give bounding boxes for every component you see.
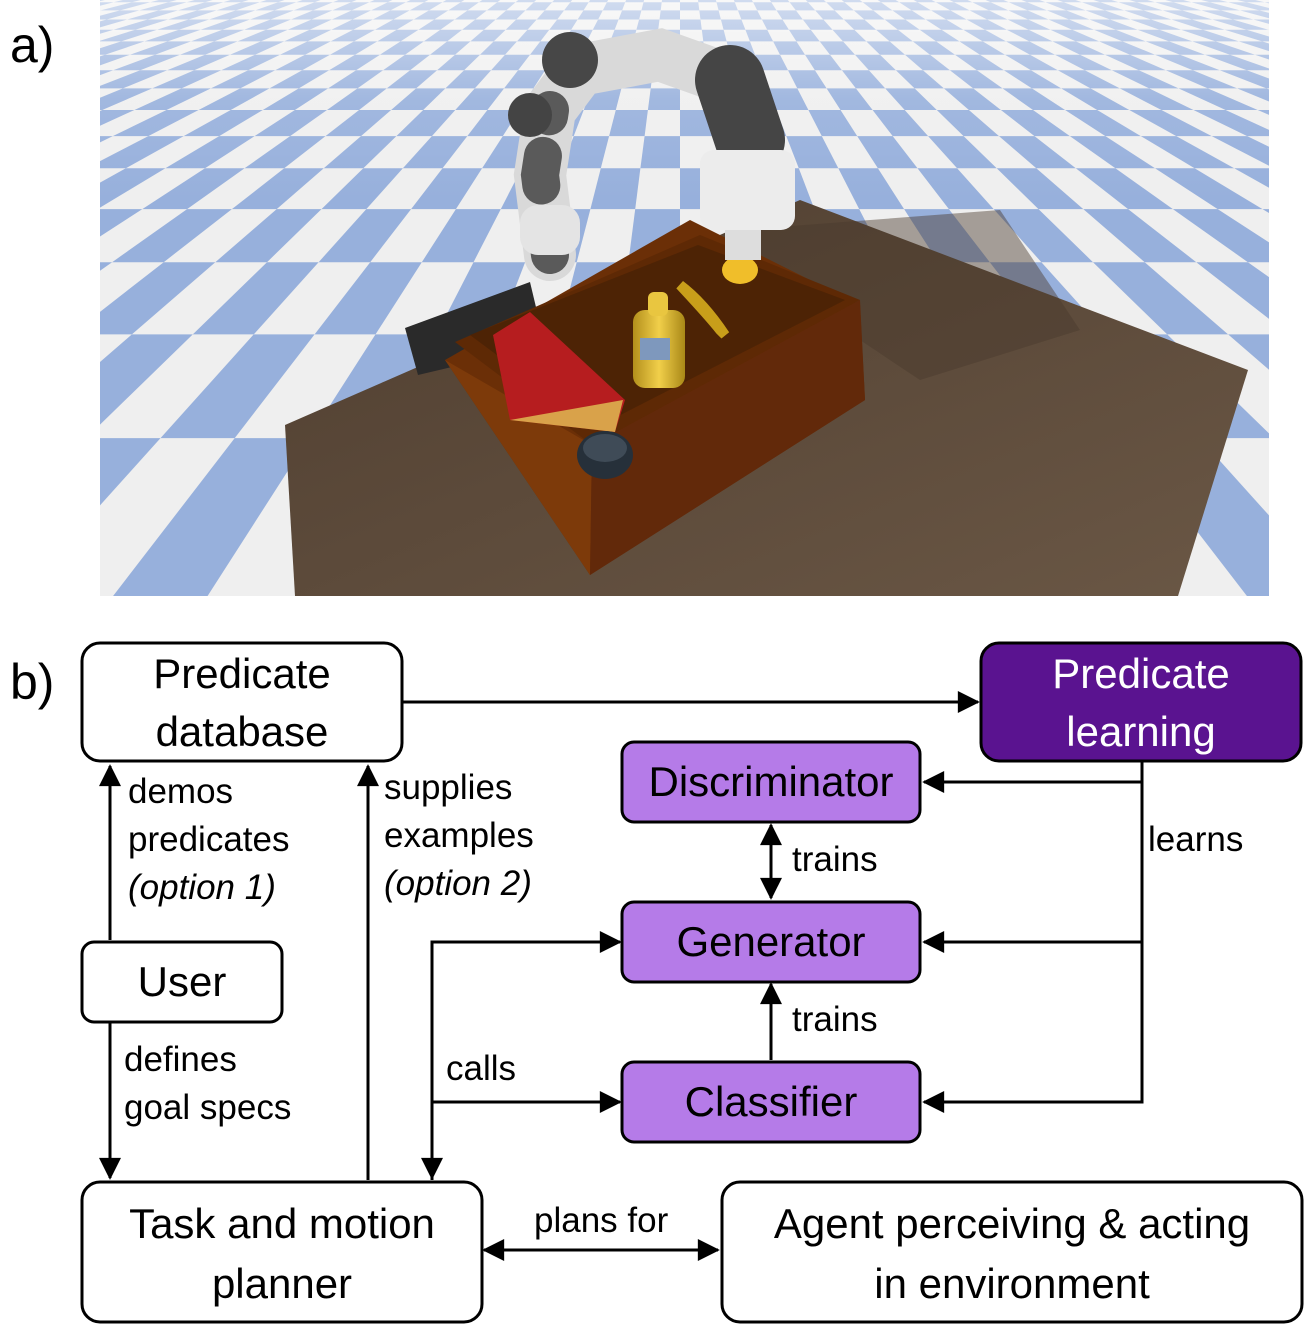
edge-learning-to-classifier bbox=[922, 942, 1144, 1113]
node-predicate-database: Predicate database bbox=[80, 641, 404, 763]
label-defines: defines bbox=[124, 1040, 237, 1079]
panel-label-b: b) bbox=[10, 654, 55, 710]
node-generator-label: Generator bbox=[676, 918, 865, 965]
node-classifier-label: Classifier bbox=[685, 1078, 858, 1125]
node-planner-line2: planner bbox=[212, 1260, 352, 1307]
label-option-2: (option 2) bbox=[384, 864, 532, 903]
robot-arm-icon bbox=[508, 28, 795, 281]
banana-icon bbox=[676, 281, 730, 339]
node-planner-line1: Task and motion bbox=[129, 1200, 435, 1247]
node-task-motion-planner: Task and motion planner bbox=[80, 1180, 484, 1324]
node-predicate-database-line2: database bbox=[156, 708, 329, 755]
label-demos: demos bbox=[128, 772, 233, 811]
label-examples: examples bbox=[384, 816, 534, 855]
node-agent: Agent perceiving & acting in environment bbox=[720, 1180, 1304, 1324]
label-goal-specs: goal specs bbox=[124, 1088, 291, 1127]
label-trains-top: trains bbox=[792, 840, 878, 879]
label-calls: calls bbox=[446, 1049, 516, 1088]
mustard-bottle-icon bbox=[633, 292, 685, 388]
edge-learning-to-discriminator bbox=[922, 762, 1144, 793]
can-icon bbox=[577, 431, 633, 479]
label-predicates: predicates bbox=[128, 820, 289, 859]
node-discriminator-label: Discriminator bbox=[648, 758, 893, 805]
node-predicate-learning-line1: Predicate bbox=[1052, 650, 1229, 697]
label-learns: learns bbox=[1148, 820, 1243, 859]
robot-scene-image bbox=[100, 0, 1269, 596]
node-classifier: Classifier bbox=[620, 1060, 922, 1144]
node-predicate-learning-line2: learning bbox=[1066, 708, 1215, 755]
label-plans-for: plans for bbox=[534, 1201, 669, 1240]
node-generator: Generator bbox=[620, 900, 922, 984]
node-discriminator: Discriminator bbox=[620, 740, 922, 824]
cracker-box-icon bbox=[493, 312, 625, 432]
panel-label-a: a) bbox=[10, 17, 55, 73]
label-supplies: supplies bbox=[384, 768, 512, 807]
node-predicate-learning: Predicate learning bbox=[979, 641, 1303, 763]
node-agent-line1: Agent perceiving & acting bbox=[774, 1200, 1250, 1247]
system-diagram: Predicate database Predicate learning Di… bbox=[80, 641, 1304, 1324]
edge-learning-to-generator bbox=[922, 782, 1144, 953]
node-user: User bbox=[80, 940, 284, 1024]
label-trains-bottom: trains bbox=[792, 1000, 878, 1039]
node-predicate-database-line1: Predicate bbox=[153, 650, 330, 697]
label-option-1: (option 1) bbox=[128, 868, 276, 907]
node-user-label: User bbox=[138, 958, 227, 1005]
node-agent-line2: in environment bbox=[874, 1260, 1150, 1307]
